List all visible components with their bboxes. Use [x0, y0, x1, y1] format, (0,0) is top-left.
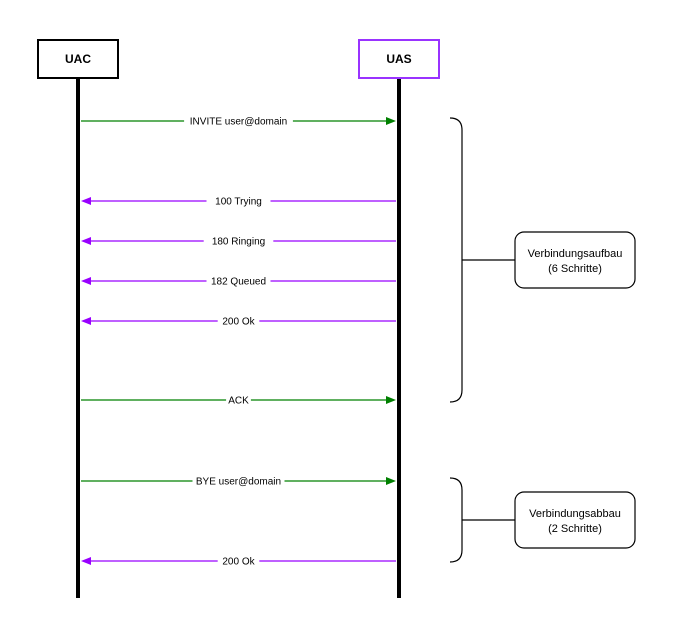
message-label-bg	[217, 554, 260, 568]
arrowhead-icon	[81, 317, 91, 325]
group-label-box	[514, 231, 636, 289]
message-label-bg	[203, 234, 274, 248]
message-label-bg	[206, 274, 271, 288]
message-label-bg	[217, 314, 260, 328]
group-bracket	[449, 477, 463, 563]
message-label-bg	[192, 474, 285, 488]
message-label-bg	[206, 194, 271, 208]
message-label: BYE user@domain	[196, 477, 281, 488]
message-label: INVITE user@domain	[190, 117, 287, 128]
arrowhead-icon	[386, 477, 396, 485]
message-label: 200 Ok	[222, 317, 255, 328]
group-label-box	[514, 491, 636, 549]
arrowhead-icon	[386, 117, 396, 125]
actor-label-uac: UAC	[65, 52, 91, 66]
arrowhead-icon	[81, 197, 91, 205]
message-label-bg	[184, 114, 293, 128]
message-label: 200 Ok	[222, 557, 255, 568]
arrowhead-icon	[81, 277, 91, 285]
group-label-line: (6 Schritte)	[548, 263, 602, 275]
group-label-line: (2 Schritte)	[548, 523, 602, 535]
arrowhead-icon	[81, 557, 91, 565]
actor-label-uas: UAS	[386, 52, 411, 66]
arrowhead-icon	[386, 396, 396, 404]
group-label-line: Verbindungsaufbau	[528, 248, 623, 260]
actor-box-uac	[37, 39, 119, 79]
actor-box-uas	[358, 39, 440, 79]
message-label: ACK	[228, 396, 249, 407]
message-label: 182 Queued	[211, 277, 266, 288]
message-label: 100 Trying	[215, 197, 262, 208]
group-bracket	[449, 117, 463, 403]
message-label-bg	[226, 393, 251, 407]
arrowhead-icon	[81, 237, 91, 245]
group-label-line: Verbindungsabbau	[529, 508, 621, 520]
message-label: 180 Ringing	[212, 237, 265, 248]
